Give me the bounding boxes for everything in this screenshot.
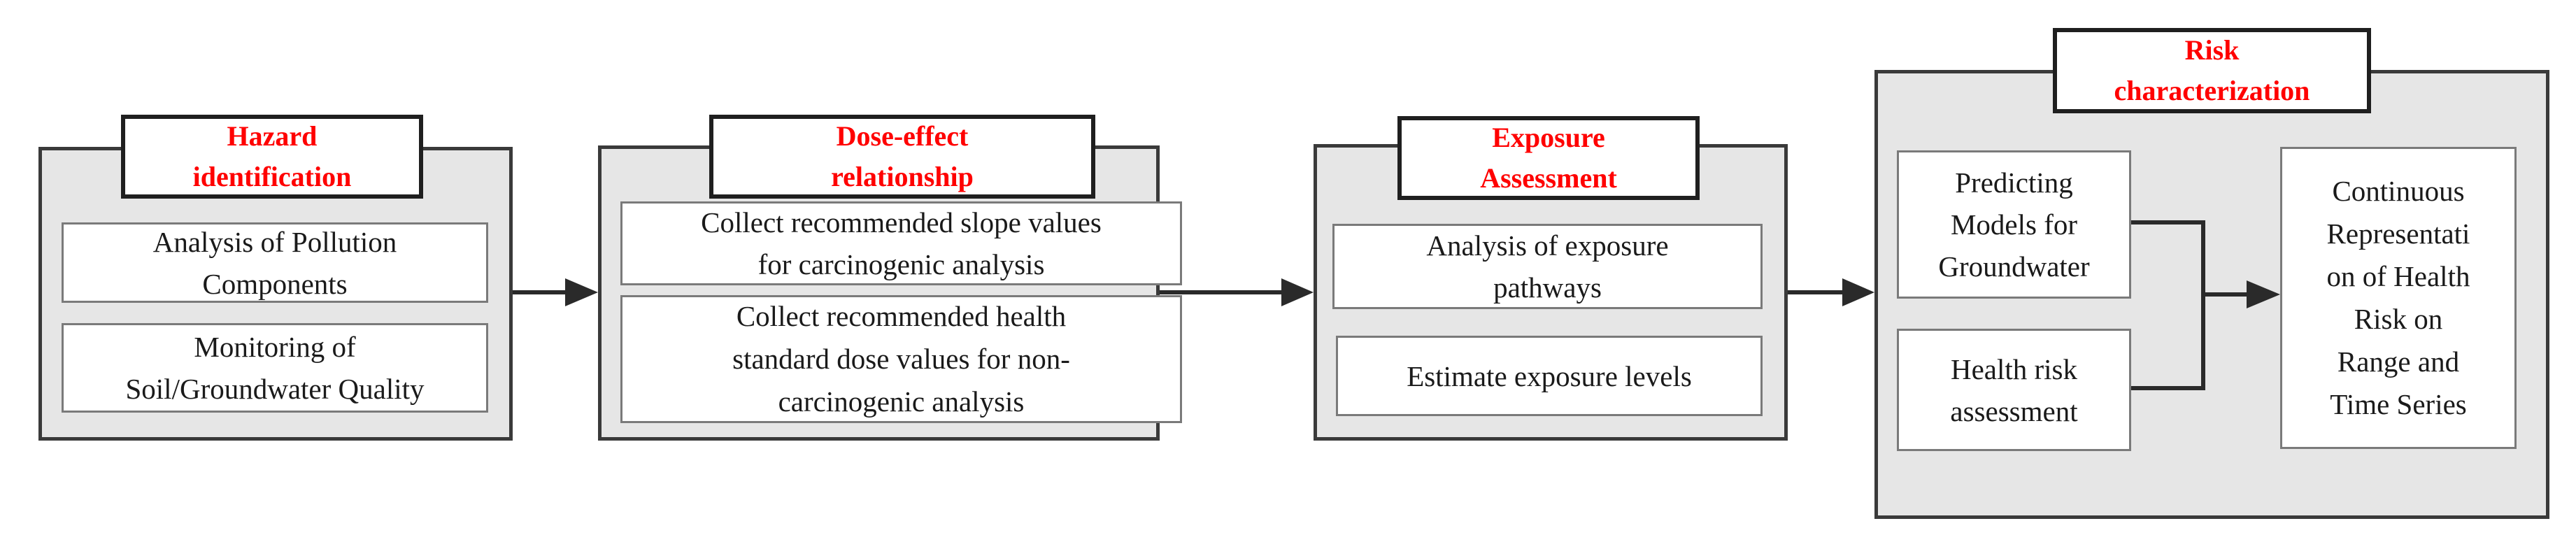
- exposure-assessment-title: Exposure Assessment: [1397, 116, 1700, 200]
- estimate-exposure-levels-box: Estimate exposure levels: [1336, 336, 1763, 416]
- risk-characterization-title: Risk characterization: [2053, 28, 2371, 113]
- connector-predicting-models: [2131, 220, 2205, 294]
- monitoring-soil-groundwater-quality-box: Monitoring of Soil/Groundwater Quality: [62, 323, 488, 413]
- hazard-identification-title: Hazard identification: [121, 115, 423, 199]
- arrowhead-exposure-to-risk: [1842, 278, 1874, 306]
- health-standard-dose-box: Collect recommended health standard dose…: [620, 295, 1182, 423]
- arrowhead-dose-to-exposure: [1281, 278, 1314, 306]
- dose-effect-relationship-title: Dose-effect relationship: [709, 115, 1095, 199]
- predicting-models-groundwater-box: Predicting Models for Groundwater: [1897, 150, 2131, 299]
- analysis-of-exposure-pathways-box: Analysis of exposure pathways: [1332, 224, 1763, 309]
- connector-health-risk: [2131, 294, 2205, 390]
- analysis-of-pollution-components-box: Analysis of Pollution Components: [62, 222, 488, 303]
- slope-values-carcinogenic-box: Collect recommended slope values for car…: [620, 201, 1182, 285]
- arrowhead-merge-to-continuous: [2247, 280, 2280, 308]
- arrowhead-hazard-to-dose: [565, 278, 598, 306]
- health-risk-assessment-box: Health risk assessment: [1897, 329, 2131, 451]
- continuous-representation-box: Continuous Representati on of Health Ris…: [2280, 147, 2517, 449]
